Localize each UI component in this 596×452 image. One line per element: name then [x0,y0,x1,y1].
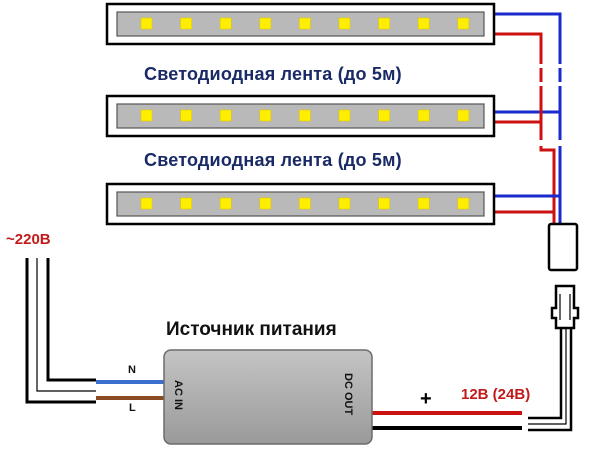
led-chip [299,109,311,122]
dc-out-label: DC OUT [342,373,354,416]
minus-sign: − [421,416,434,441]
strip-label-2: Светодиодная лента (до 5м) [144,150,402,170]
led-chip [417,197,430,210]
led-chip [457,197,470,210]
led-chip [378,197,390,210]
output-cable [528,328,573,432]
led-chip [180,17,192,30]
led-chip [259,197,272,210]
power-supply-title: Источник питания [166,319,337,340]
power-supply [163,349,373,445]
strip-2-positive-wire [494,86,543,124]
output-voltage-label: 12В (24В) [461,386,531,403]
led-chip [140,197,153,210]
led-strips [105,2,496,226]
led-chip [259,109,272,122]
connector-male [550,284,580,330]
led-chip [180,197,192,210]
led-chip [259,17,272,30]
strip-1-positive-wire [494,32,543,64]
led-chip [378,109,390,122]
led-chip [457,109,470,122]
output-cable-outline [528,328,573,432]
led-chip [457,17,470,30]
strip-1-negative-wire [494,12,562,64]
connector-female [547,222,579,272]
led-chip [338,109,351,122]
led-chip [299,197,311,210]
led-chip [338,17,351,30]
led-chip [219,197,232,210]
led-chip [378,17,390,30]
led-chip [299,17,311,30]
led-chip [417,109,430,122]
led-chip [338,197,351,210]
led-chip [219,17,232,30]
led-chip [417,17,430,30]
led-strip-2 [105,94,496,138]
neutral-label: N [128,364,136,376]
led-chip [140,17,153,30]
strip-2-negative-wire [494,86,562,114]
mains-voltage-label: ~220В [6,231,51,248]
plus-sign: + [420,388,432,410]
strip-wires [494,12,562,224]
led-chip [180,109,192,122]
live-label: L [129,402,136,414]
led-chip [140,109,153,122]
led-strip-3 [105,182,496,226]
ac-in-label: AC IN [172,380,184,410]
strip-label-1: Светодиодная лента (до 5м) [144,64,402,84]
mains-cable-outline [25,258,96,404]
mains-cable [25,258,96,404]
dc-connector [547,222,580,330]
bus-positive-wire [539,122,556,224]
led-strip-1 [105,2,496,46]
led-chip [219,109,232,122]
